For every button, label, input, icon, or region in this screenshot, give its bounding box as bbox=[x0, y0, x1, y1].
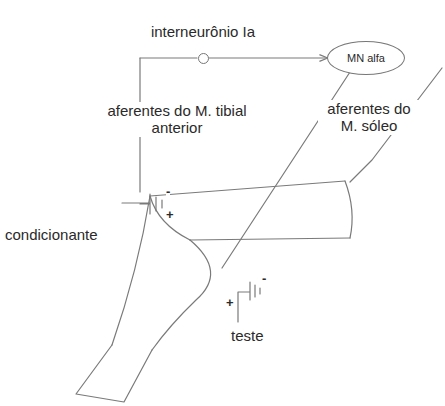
seat-outline bbox=[345, 181, 352, 238]
foot-outline bbox=[76, 345, 152, 402]
conditioning-electrode bbox=[122, 194, 162, 214]
calf-outline bbox=[152, 240, 211, 350]
connector bbox=[209, 57, 328, 58]
test-electrode bbox=[238, 282, 260, 322]
polarity-sign: + bbox=[226, 296, 234, 309]
electrode-label: condicionante bbox=[4, 226, 99, 243]
interneuron-circle: interneurônio Ia bbox=[198, 53, 209, 64]
neuron-label: MN alfa bbox=[347, 52, 385, 64]
motor-neuron-ellipse: MN alfa bbox=[327, 41, 405, 75]
interneuron-label: interneurônio Ia bbox=[151, 23, 255, 40]
afferent-label: aferentes do M. sóleo bbox=[318, 100, 420, 135]
polarity-sign: + bbox=[166, 208, 174, 221]
tibial-afferent-link bbox=[140, 57, 197, 58]
afferent-label: aferentes do M. tibial anterior bbox=[100, 102, 254, 137]
thigh-underside bbox=[190, 238, 350, 240]
shin-outline bbox=[112, 196, 150, 345]
thigh-outline bbox=[150, 181, 345, 196]
polarity-sign: - bbox=[262, 272, 266, 285]
electrode-label: teste bbox=[230, 327, 265, 344]
polarity-sign: - bbox=[166, 185, 170, 198]
